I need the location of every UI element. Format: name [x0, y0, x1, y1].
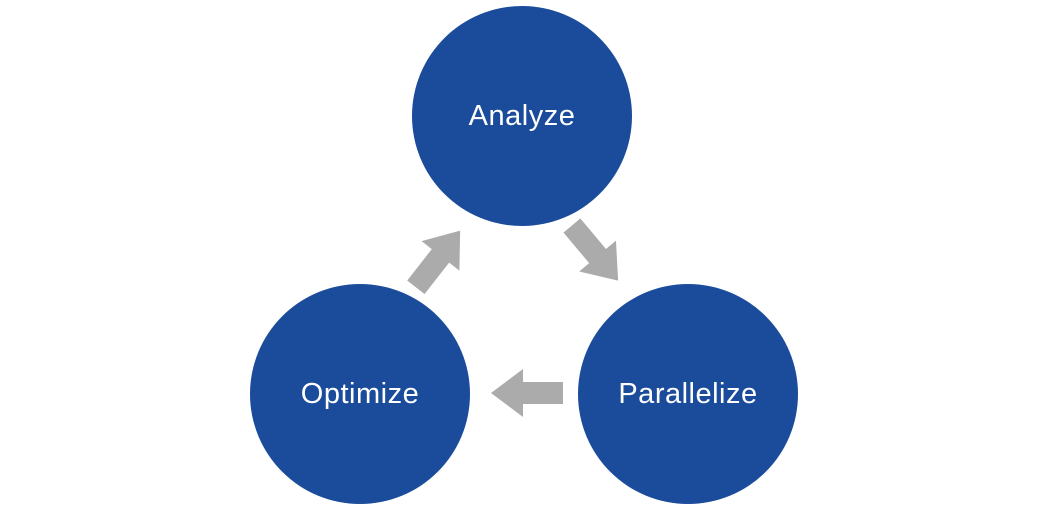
arrow-analyze-to-parallelize-icon [553, 210, 636, 296]
node-analyze: Analyze [412, 6, 632, 226]
node-optimize: Optimize [250, 284, 470, 504]
node-analyze-label: Analyze [468, 99, 576, 132]
node-parallelize-label: Parallelize [618, 377, 758, 410]
node-parallelize: Parallelize [578, 284, 798, 504]
arrow-optimize-to-analyze-icon [397, 216, 479, 302]
node-optimize-label: Optimize [300, 377, 420, 410]
arrow-parallelize-to-optimize-icon [491, 369, 563, 417]
